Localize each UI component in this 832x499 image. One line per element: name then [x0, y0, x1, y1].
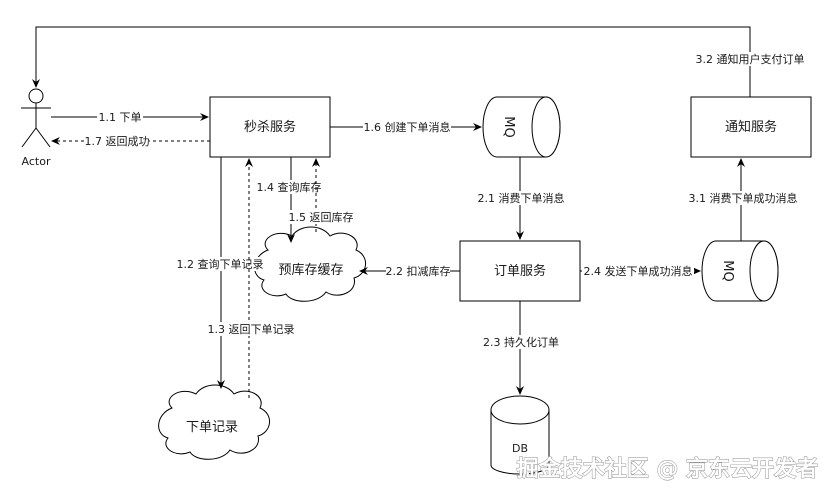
node-mq-1[interactable]: MQ	[482, 96, 561, 158]
node-db[interactable]: DB	[490, 395, 550, 475]
edge-2-4-label: 2.4 发送下单成功消息	[584, 264, 693, 278]
edge-1-2: 1.2 查询下单记录	[177, 157, 264, 389]
edge-1-1: 1.1 下单	[51, 110, 209, 124]
edge-1-4: 1.4 查询库存	[257, 157, 322, 243]
edge-2-2: 2.2 扣减库存	[359, 264, 460, 278]
node-mq-2[interactable]: MQ	[701, 240, 779, 302]
edge-1-3-label: 1.3 返回下单记录	[208, 323, 295, 336]
node-seckill-service-label: 秒杀服务	[244, 119, 296, 135]
edge-2-1: 2.1 消费下单消息	[478, 157, 565, 240]
edge-1-3: 1.3 返回下单记录	[208, 158, 296, 398]
node-db-label: DB	[512, 442, 528, 455]
edge-3-2-label: 3.2 通知用户支付订单	[696, 52, 805, 66]
edge-2-1-label: 2.1 消费下单消息	[478, 191, 565, 205]
actor-head	[28, 88, 44, 104]
edge-1-1-label: 1.1 下单	[99, 111, 142, 124]
edge-3-1-label: 3.1 消费下单成功消息	[689, 191, 798, 205]
edge-1-6-label: 1.6 创建下单消息	[364, 120, 451, 134]
node-notify-service-label: 通知服务	[725, 119, 777, 135]
edge-1-7: 1.7 返回成功	[51, 134, 210, 148]
node-order-service-label: 订单服务	[494, 263, 546, 279]
edge-1-6: 1.6 创建下单消息	[330, 120, 482, 134]
node-notify-service[interactable]: 通知服务	[690, 96, 812, 158]
edge-1-2-label: 1.2 查询下单记录	[177, 257, 264, 271]
node-order-record-label: 下单记录	[186, 420, 238, 435]
edge-2-4: 2.4 发送下单成功消息	[580, 264, 701, 278]
node-mq-2-label: MQ	[720, 260, 735, 281]
node-mq-1-label: MQ	[501, 116, 516, 137]
edge-1-5-label: 1.5 返回库存	[289, 210, 354, 224]
edge-2-3-label: 2.3 持久化订单	[483, 335, 559, 349]
edge-1-5: 1.5 返回库存	[289, 158, 354, 232]
node-order-service[interactable]: 订单服务	[459, 240, 581, 302]
edge-3-2: 3.2 通知用户支付订单	[32, 26, 805, 97]
node-stock-cache-label: 预库存缓存	[278, 262, 343, 278]
node-stock-cache[interactable]: 预库存缓存	[254, 226, 366, 302]
actor-label: Actor	[22, 155, 51, 168]
node-order-record[interactable]: 下单记录	[158, 384, 270, 460]
edge-2-2-label: 2.2 扣减库存	[386, 264, 451, 278]
actor: Actor	[21, 88, 51, 168]
edge-1-4-label: 1.4 查询库存	[257, 180, 322, 194]
edge-3-1: 3.1 消费下单成功消息	[689, 158, 798, 241]
edge-1-7-label: 1.7 返回成功	[85, 135, 150, 148]
node-seckill-service[interactable]: 秒杀服务	[209, 96, 331, 158]
edge-2-3: 2.3 持久化订单	[482, 301, 560, 395]
watermark: 掘金技术社区 @ 京东云开发者	[517, 456, 818, 482]
